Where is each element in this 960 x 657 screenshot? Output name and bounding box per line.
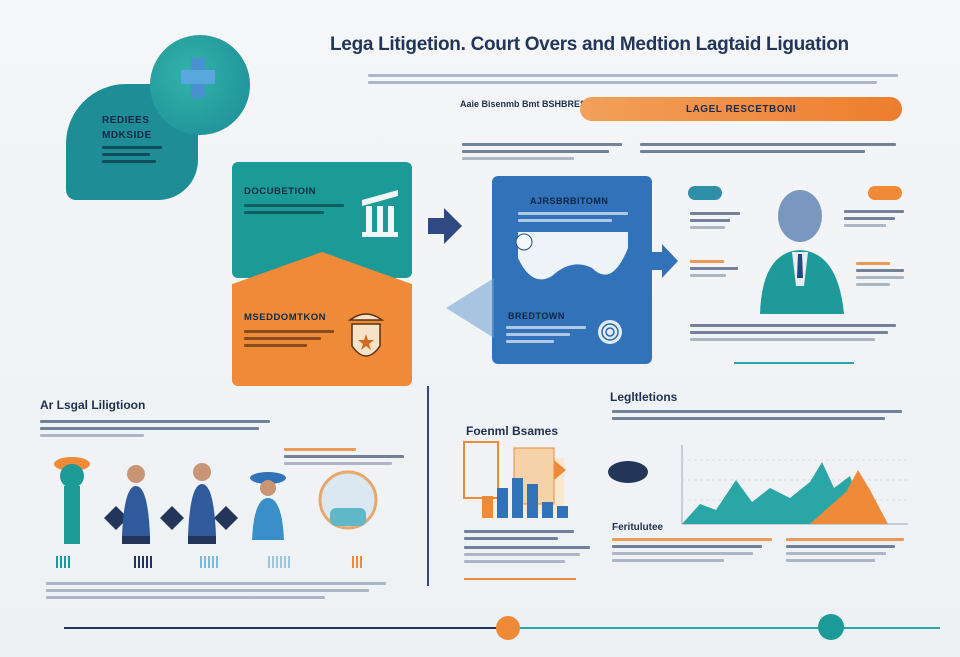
timeline-right	[520, 627, 940, 629]
right-section-heading: Legltletions	[610, 390, 678, 404]
barcode-4	[268, 556, 290, 568]
mid-text	[462, 143, 622, 160]
bar	[482, 496, 493, 518]
barcode-5	[352, 556, 362, 568]
person-text-bottom	[690, 324, 896, 341]
people-illustration	[54, 457, 378, 544]
teal-divider	[734, 362, 854, 364]
timeline-node-teal	[818, 614, 844, 640]
teal-card-text	[244, 204, 344, 214]
teal-card-label: DOCUBETIOIN	[244, 186, 316, 197]
center-bar-chart	[463, 441, 568, 518]
person-text-1	[690, 212, 740, 229]
center-orange-divider	[464, 578, 576, 580]
right-section-text-2	[612, 538, 772, 562]
teal-tag	[688, 186, 722, 200]
area-chart	[681, 445, 908, 525]
right-section-text-3	[786, 538, 904, 562]
left-section-heading: Ar Lsgal Liligtioon	[40, 398, 146, 412]
fingerprint-icon	[598, 320, 622, 344]
blue-panel-subtitle: BREDTOWN	[508, 311, 565, 321]
left-section-sidetext	[284, 448, 404, 465]
pill-text	[640, 143, 896, 153]
center-section-text-1	[464, 530, 574, 540]
bar	[542, 502, 553, 518]
courthouse-icon	[362, 190, 398, 237]
bar	[497, 488, 508, 518]
orange-tag	[868, 186, 902, 200]
barcode-1	[56, 556, 72, 568]
blue-panel	[492, 176, 652, 364]
mid-heading: Aaie Bisenmb Bmt BSHBRES	[460, 99, 587, 109]
blue-panel-title: AJRSBRBITOMN	[530, 196, 609, 206]
person-text-3	[844, 210, 904, 227]
right-section-subheading: Feritulutee	[612, 522, 664, 533]
right-section-text	[612, 410, 902, 420]
timeline-node-orange	[496, 616, 520, 640]
badge-text	[102, 146, 162, 163]
shield-emblem-icon	[347, 313, 385, 357]
page-title: Lega Litigetion. Court Overs and Medtion…	[330, 34, 849, 55]
blue-panel-text	[518, 212, 628, 222]
medical-cross-icon-bar	[181, 70, 215, 84]
left-section-footer-text	[46, 582, 386, 599]
section-divider	[427, 386, 429, 586]
person-text-4	[856, 262, 904, 286]
barcode-3	[200, 556, 220, 568]
arrow-right-small-icon	[652, 244, 678, 278]
orange-card	[232, 252, 412, 386]
badge-label-2: MDKSIDE	[102, 130, 152, 141]
bar	[527, 484, 538, 518]
cloud-icon	[608, 461, 648, 483]
orange-card-label: MSEDDOMTKON	[244, 312, 327, 323]
left-section-text	[40, 420, 270, 437]
center-section-text-2	[464, 546, 590, 563]
blue-panel-shadow	[446, 278, 494, 338]
orange-card-text	[244, 330, 334, 347]
person-text-2	[690, 260, 738, 277]
badge-label-1: REDIEES	[102, 115, 150, 126]
businessman-silhouette	[760, 190, 844, 314]
timeline-left	[64, 627, 498, 629]
bar	[557, 506, 568, 518]
barcode-2	[134, 556, 152, 568]
arrow-right-icon	[428, 208, 462, 244]
blue-panel-subtext	[506, 326, 586, 343]
center-section-heading: Foenml Bsames	[466, 424, 559, 438]
legal-resolution-pill: LAGEL RESCETBONI	[580, 97, 902, 121]
title-subtext	[368, 74, 898, 84]
bar	[512, 478, 523, 518]
document-wave-graphic	[515, 232, 628, 280]
